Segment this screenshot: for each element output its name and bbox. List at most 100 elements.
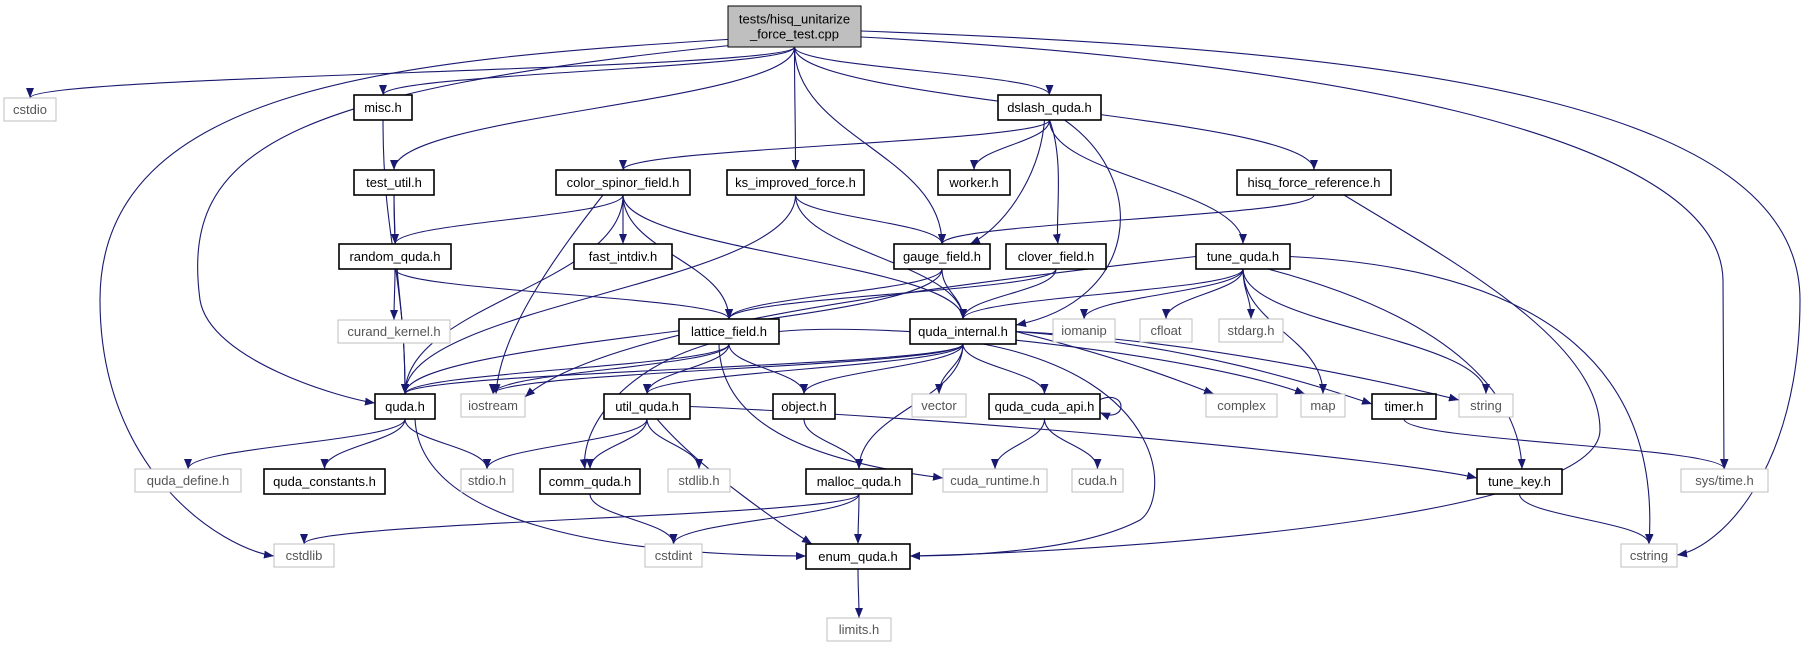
node-label-line: quda_internal.h	[918, 324, 1008, 339]
node-util-quda[interactable]: util_quda.h	[603, 393, 691, 420]
edge-color_spinor-to-lattice_field	[622, 194, 733, 320]
nodes-layer: tests/hisq_unitarize_force_test.cppcstdi…	[3, 5, 1769, 642]
node-label-line: object.h	[781, 399, 827, 414]
node-iostream: iostream	[460, 393, 526, 418]
node-label: worker.h	[948, 175, 998, 190]
node-quda-internal[interactable]: quda_internal.h	[909, 318, 1017, 345]
node-label-line: quda_cuda_api.h	[995, 399, 1095, 414]
edge-gauge_field-to-quda_h	[401, 268, 943, 395]
node-label: test_util.h	[366, 175, 422, 190]
node-object[interactable]: object.h	[772, 393, 836, 420]
node-tune-quda[interactable]: tune_quda.h	[1195, 243, 1291, 270]
edge-dslash-to-worker	[970, 119, 1051, 171]
node-label-line: tune_quda.h	[1207, 249, 1279, 264]
node-curand: curand_kernel.h	[337, 319, 451, 344]
node-label: cstdio	[13, 102, 47, 117]
edge-tune_key-to-cstring	[1518, 493, 1653, 545]
node-dslash[interactable]: dslash_quda.h	[997, 94, 1102, 121]
edge-quda_h-to-stdio_h	[404, 418, 491, 470]
node-label-line: quda_constants.h	[273, 474, 376, 489]
node-misc[interactable]: misc.h	[353, 94, 413, 121]
node-quda-cuda-api[interactable]: quda_cuda_api.h	[988, 393, 1101, 420]
edge-util_quda-to-comm_quda	[586, 418, 648, 470]
edge-tune_quda-to-cfloat	[1162, 268, 1244, 320]
node-label: map	[1310, 398, 1335, 413]
node-label: stdarg.h	[1228, 323, 1275, 338]
node-cstring: cstring	[1620, 543, 1678, 568]
node-label: object.h	[781, 399, 827, 414]
edge-color_spinor-to-quda_h	[401, 194, 624, 395]
node-label-line: cstring	[1630, 548, 1668, 563]
node-box	[460, 393, 526, 418]
edge-lattice_field-to-map	[778, 328, 1306, 395]
node-label: tune_quda.h	[1207, 249, 1279, 264]
node-color-spinor[interactable]: color_spinor_field.h	[555, 169, 691, 196]
node-box	[1139, 318, 1193, 343]
node-gauge-field[interactable]: gauge_field.h	[893, 243, 991, 270]
node-malloc-quda[interactable]: malloc_quda.h	[805, 468, 913, 495]
node-label-line: _force_test.cpp	[749, 27, 839, 42]
node-clover-field[interactable]: clover_field.h	[1005, 243, 1107, 270]
node-box	[539, 468, 641, 495]
node-label: cstring	[1630, 548, 1668, 563]
node-string: string	[1458, 393, 1514, 418]
edge-dslash-to-tune_quda	[1048, 119, 1247, 245]
node-label: cfloat	[1150, 323, 1181, 338]
node-timer[interactable]: timer.h	[1371, 393, 1437, 420]
edge-root-to-quda_h	[197, 42, 755, 406]
node-quda-h[interactable]: quda.h	[374, 393, 436, 420]
node-lattice-field[interactable]: lattice_field.h	[678, 318, 780, 345]
edge-ks_improved-to-gauge_field	[794, 194, 946, 245]
node-label: color_spinor_field.h	[567, 175, 680, 190]
node-label-line: cstdio	[13, 102, 47, 117]
node-fast-intdiv[interactable]: fast_intdiv.h	[573, 243, 673, 270]
edge-util_quda-to-stdlib_h	[646, 418, 703, 470]
node-label: timer.h	[1384, 399, 1423, 414]
edge-quda_internal-to-enum_quda	[909, 343, 1156, 560]
node-limits: limits.h	[826, 617, 892, 642]
node-label: util_quda.h	[615, 399, 679, 414]
node-label: fast_intdiv.h	[589, 249, 657, 264]
node-worker[interactable]: worker.h	[937, 169, 1011, 196]
node-quda-define: quda_define.h	[134, 468, 242, 493]
edge-timer-to-sys_time	[1403, 418, 1729, 470]
node-comm-quda[interactable]: comm_quda.h	[539, 468, 641, 495]
node-tune-key[interactable]: tune_key.h	[1476, 468, 1563, 495]
node-box	[134, 468, 242, 493]
node-box	[1476, 468, 1563, 495]
edge-malloc_quda-to-enum_quda	[854, 493, 863, 545]
node-box	[1236, 169, 1392, 196]
node-label-line: stdlib.h	[678, 473, 719, 488]
node-label-line: limits.h	[839, 622, 879, 637]
edge-quda_internal-to-object	[800, 343, 964, 395]
node-label-line: malloc_quda.h	[817, 474, 902, 489]
edge-random_quda-to-lattice_field	[394, 268, 733, 320]
edge-lattice_field-to-object	[728, 343, 808, 395]
node-test-util[interactable]: test_util.h	[353, 169, 435, 196]
node-label-line: dslash_quda.h	[1007, 100, 1092, 115]
node-quda-constants[interactable]: quda_constants.h	[263, 468, 386, 495]
edge-tune_quda-to-quda_internal	[959, 268, 1244, 320]
node-label: ks_improved_force.h	[735, 175, 856, 190]
node-label: quda_constants.h	[273, 474, 376, 489]
node-label-line: color_spinor_field.h	[567, 175, 680, 190]
node-label: random_quda.h	[349, 249, 440, 264]
node-box	[997, 94, 1102, 121]
node-complex: complex	[1205, 393, 1278, 418]
node-stdio-h: stdio.h	[460, 468, 514, 493]
edge-quda_internal-to-quda_h	[401, 343, 964, 395]
node-box	[826, 617, 892, 642]
node-enum-quda[interactable]: enum_quda.h	[805, 543, 911, 570]
node-label-line: iomanip	[1061, 323, 1107, 338]
node-label: limits.h	[839, 622, 879, 637]
edge-clover_field-to-lattice_field	[725, 268, 1057, 320]
node-label: string	[1470, 398, 1502, 413]
node-box	[937, 169, 1011, 196]
node-random-quda[interactable]: random_quda.h	[338, 243, 452, 270]
node-box	[667, 468, 731, 493]
node-hisq-ref[interactable]: hisq_force_reference.h	[1236, 169, 1392, 196]
edge-quda_cuda_api-to-cuda_h	[1043, 418, 1102, 470]
node-label-line: clover_field.h	[1018, 249, 1095, 264]
node-ks-improved[interactable]: ks_improved_force.h	[726, 169, 865, 196]
node-root[interactable]: tests/hisq_unitarize_force_test.cpp	[727, 5, 862, 48]
